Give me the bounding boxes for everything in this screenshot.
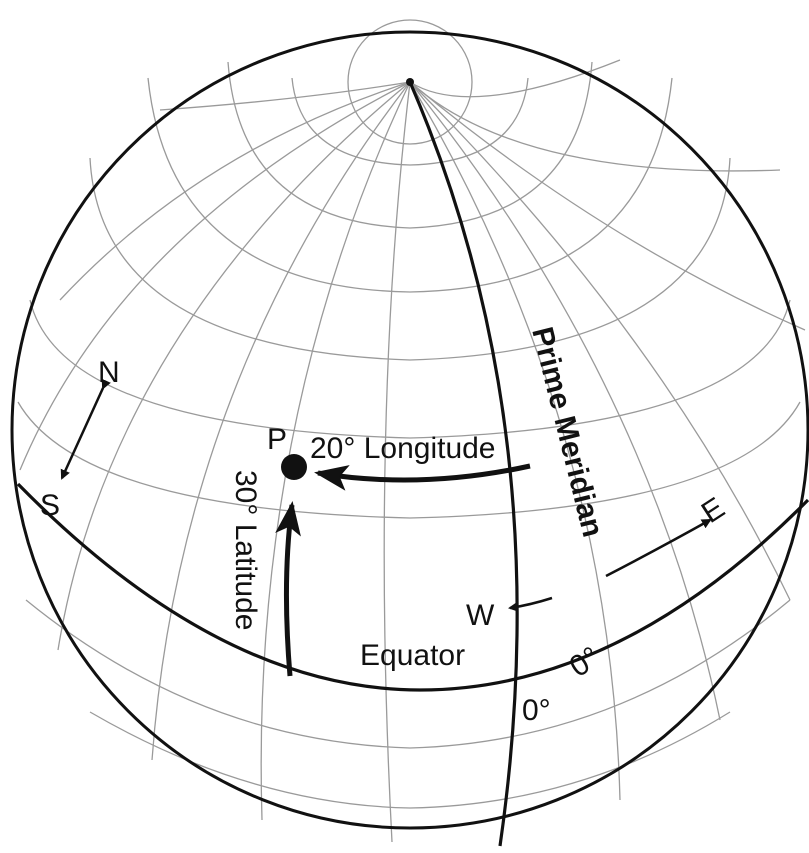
- equator-label: Equator: [360, 639, 465, 672]
- zero-degree-equator-label: 0°: [564, 641, 606, 684]
- meridian-lines: [19, 59, 806, 843]
- meridian: [19, 81, 411, 471]
- south-label: S: [40, 489, 60, 522]
- meridian: [383, 81, 411, 843]
- meridian: [57, 81, 411, 651]
- meridian: [409, 81, 791, 601]
- latitude-arc: [227, 61, 593, 229]
- north-south-arrow: [60, 378, 111, 480]
- prime-meridian-label: Prime Meridian: [525, 324, 609, 541]
- north-label: N: [98, 356, 120, 389]
- east-arrow: [605, 518, 712, 578]
- prime-meridian-line: [408, 81, 519, 847]
- meridian: [260, 81, 411, 821]
- latitude-circle: [347, 19, 473, 145]
- point-p-label: P: [267, 423, 287, 456]
- meridian: [409, 81, 721, 721]
- point-p-dot: [281, 454, 307, 480]
- latitude-arc: [147, 77, 673, 293]
- meridian: [409, 81, 806, 331]
- globe-outline: [10, 30, 809, 830]
- west-label: W: [466, 599, 495, 632]
- west-arrow: [508, 596, 553, 612]
- meridian: [59, 81, 411, 301]
- longitude-arrow: [314, 463, 531, 491]
- zero-degree-meridian-label: 0°: [522, 694, 551, 727]
- meridian: [409, 81, 621, 801]
- latitude-arc: [291, 77, 529, 166]
- meridian: [159, 81, 411, 111]
- latitude-arrow: [275, 501, 301, 677]
- latitude-arc: [89, 157, 731, 361]
- latitude-arc: [25, 599, 791, 749]
- meridian: [151, 81, 411, 761]
- latitude-label: 30° Latitude: [229, 470, 262, 630]
- latitude-arc: [29, 299, 791, 439]
- longitude-label: 20° Longitude: [310, 432, 496, 465]
- equator-line: [16, 482, 809, 692]
- north-pole-dot: [406, 78, 414, 86]
